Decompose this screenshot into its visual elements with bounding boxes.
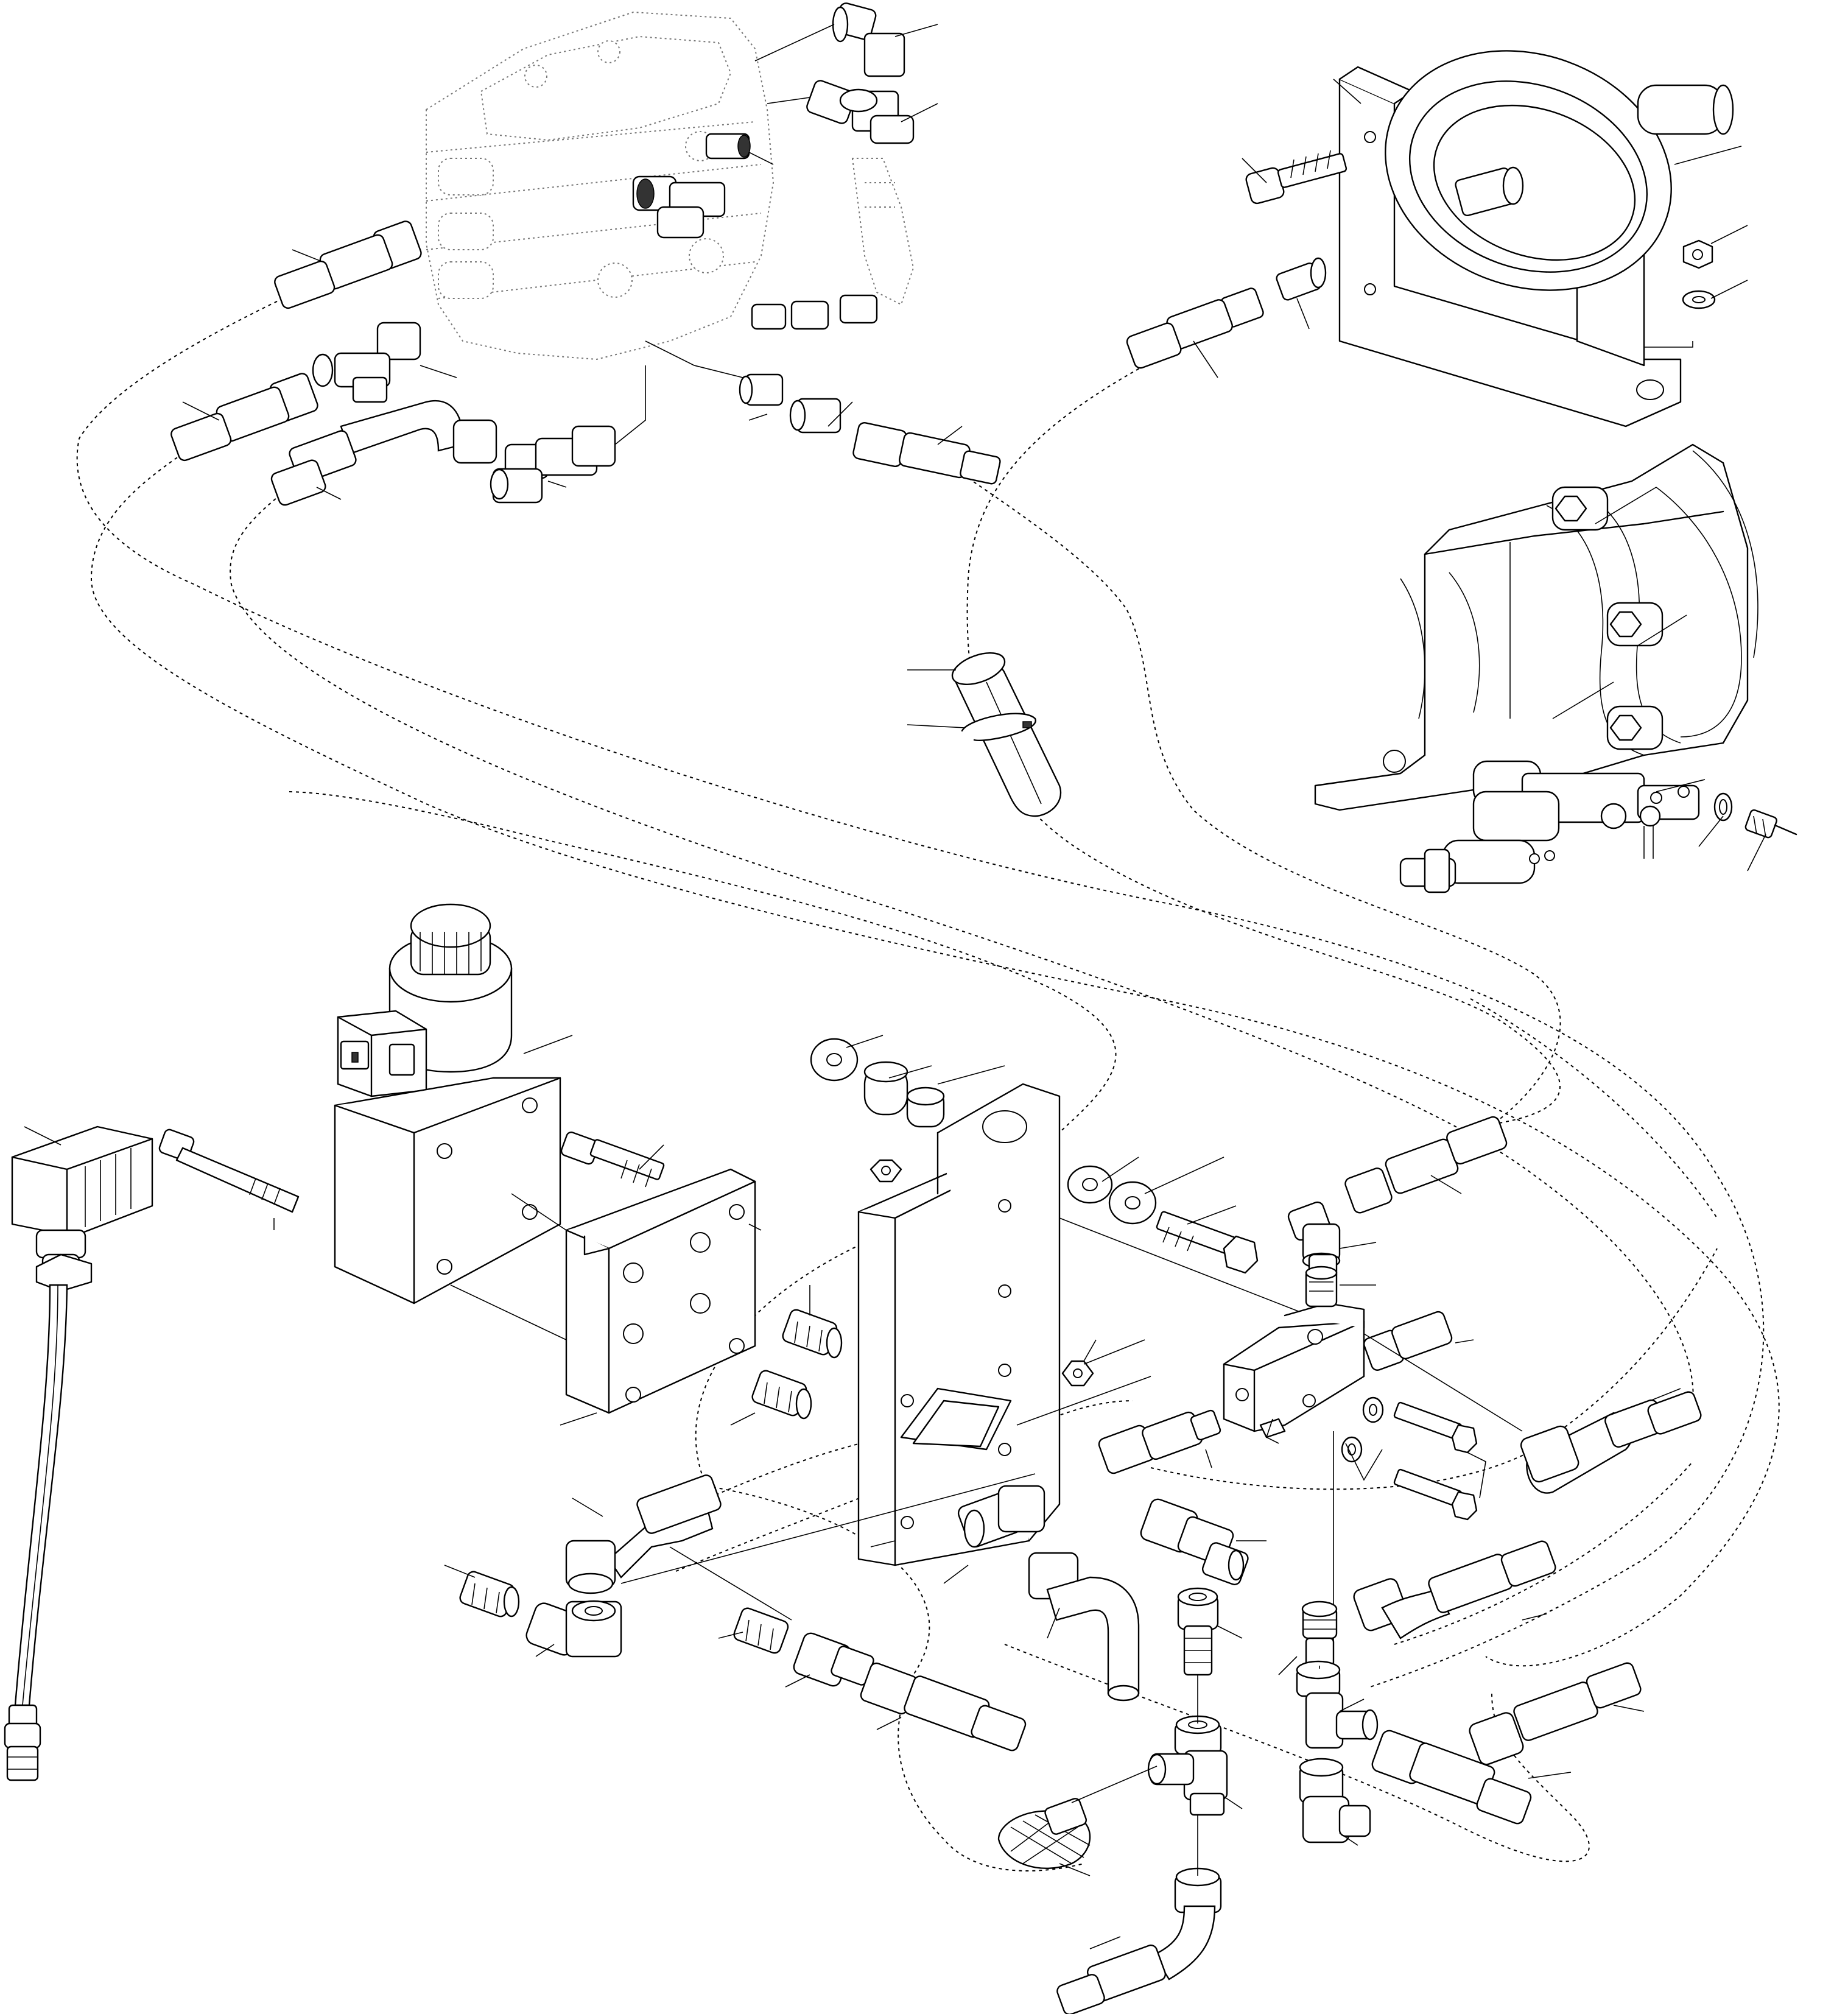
- adapter-nipple-block-top: [1305, 1266, 1338, 1308]
- lower-fittings-group: [444, 1473, 1645, 2014]
- connector-leader: [24, 1126, 61, 1146]
- bracket-washers: [810, 1038, 945, 1128]
- protective-cap: [997, 1798, 1091, 1869]
- elbow-fitting-right-lower: [1299, 1758, 1371, 1843]
- spline-bushing: [1455, 166, 1524, 217]
- route-line-12: [1394, 1461, 1693, 1645]
- electrical-connector-group: [4, 1125, 153, 1781]
- tee-fitting-left: [312, 322, 421, 403]
- pump-flange-disc: [1385, 50, 1734, 291]
- solenoid-valve-leaders: [273, 1035, 810, 1426]
- pump-group: [1314, 443, 1797, 893]
- route-line-8: [286, 791, 1117, 1487]
- swivel-fitting-lower-mid: [793, 1632, 874, 1687]
- valve-nipple-1: [705, 133, 751, 160]
- adapter-fitting-top: [1276, 257, 1327, 301]
- control-valve-body: [426, 11, 915, 361]
- hose-end-2: [170, 373, 318, 462]
- hose-end-pump: [1126, 287, 1264, 369]
- hose-elbow-down: [1028, 1552, 1140, 1702]
- o-ring-pump: [1713, 792, 1733, 822]
- distribution-block: [1223, 1302, 1365, 1438]
- valve-tee-fitting-1: [632, 175, 726, 239]
- tee-fitting-right: [490, 425, 616, 504]
- elbow-fitting-lower-left: [525, 1600, 622, 1658]
- hose-end-block-top: [1344, 1116, 1508, 1214]
- hose-straight-right-lower: [1371, 1730, 1532, 1825]
- plug-connector: [11, 1125, 153, 1292]
- pump-cap-bolts: [1551, 486, 1664, 750]
- hex-nut-bracket-upper: [870, 1159, 902, 1183]
- socket-head-screw-top: [1245, 150, 1347, 205]
- adapter-nipple-lower-left: [459, 1571, 520, 1618]
- adapter-nipple-lower-mid: [733, 1607, 789, 1654]
- solenoid-valve-group: [158, 903, 843, 1426]
- gear-pump-body: [1314, 443, 1758, 811]
- cable-end-terminal: [4, 1704, 41, 1781]
- lower-leaders: [444, 1473, 1645, 1949]
- mounting-bracket-group: [810, 1035, 1310, 1566]
- hose-end-1: [274, 220, 422, 309]
- solenoid-valve-body: [334, 1077, 561, 1305]
- hose-elbow-lower-left: [565, 1474, 722, 1594]
- route-line-2: [90, 453, 1780, 1667]
- connector-cable: [14, 1284, 68, 1706]
- hose-sleeve: [907, 652, 1062, 817]
- adapter-nipple-1: [739, 373, 784, 406]
- banjo-bolts-block: [1393, 1401, 1478, 1521]
- route-line-11: [1150, 1248, 1718, 1490]
- control-valve-leaders: [182, 24, 963, 500]
- hose-elbow-bottom: [1056, 1867, 1222, 2014]
- control-valve-group: [170, 2, 1001, 506]
- flat-washer-top-right: [1682, 290, 1716, 309]
- route-line-6: [706, 1485, 1084, 1871]
- adapter-fitting-block-left: [1098, 1409, 1221, 1474]
- pump-shaft-assembly: [1399, 760, 1700, 893]
- route-line-13: [1470, 998, 1718, 1219]
- hose-straight-far-right: [1469, 1662, 1642, 1766]
- hose-elbow-right-lower: [1353, 1540, 1556, 1639]
- tee-fitting-vertical: [1147, 1715, 1228, 1816]
- hose-short-1: [852, 421, 1001, 485]
- hex-bolt-right: [1156, 1211, 1259, 1274]
- hose-end-block-right: [1363, 1311, 1453, 1371]
- hose-elbow-1: [270, 400, 497, 506]
- bracket-spacers-right: [1067, 1165, 1157, 1225]
- hose-straight-lower-mid: [860, 1662, 1027, 1752]
- route-line-4: [968, 477, 1561, 1121]
- route-line-5: [966, 365, 1561, 1127]
- pump-leaders: [1552, 487, 1766, 871]
- adapter-nipple-valve-2: [751, 1370, 812, 1420]
- tee-fitting-right-lower: [1296, 1660, 1379, 1749]
- tee-fitting-top: [806, 80, 915, 144]
- solenoid-coil: [337, 903, 513, 1097]
- adapter-nipple-vertical-right: [1301, 1600, 1338, 1667]
- hex-nut-bracket-lower: [1061, 1360, 1094, 1387]
- valve-subplate: [565, 1168, 756, 1414]
- adapter-nipple-2: [789, 398, 841, 434]
- hex-nut-top-right: [1682, 239, 1713, 269]
- elbow-fitting-under-bracket: [957, 1485, 1045, 1548]
- route-line-1: [76, 298, 1765, 1688]
- distribution-block-group: [1098, 1116, 1702, 1644]
- hose-elbow-block-right: [1520, 1391, 1702, 1494]
- long-socket-screw-lower: [158, 1128, 300, 1213]
- elbow-fitting-top: [832, 2, 905, 77]
- pump-bracket-group: [1126, 50, 1748, 428]
- valve-swivel-fitting-1: [751, 294, 878, 330]
- l-mounting-bracket: [857, 1083, 1061, 1566]
- long-socket-screw-upper: [560, 1132, 665, 1188]
- adapter-nipple-valve-1: [782, 1309, 843, 1359]
- elbow-fitting-block: [1287, 1201, 1341, 1280]
- pump-bracket-leaders: [1193, 79, 1748, 378]
- bleed-screw-pump: [1744, 809, 1797, 839]
- bracket-leaders: [846, 1035, 1310, 1547]
- tee-fitting-lower-center: [1140, 1498, 1249, 1585]
- hose-routing-lines: [76, 298, 1780, 1871]
- sealing-washers-block: [1341, 1396, 1384, 1463]
- adapter-nipple-vertical-left: [1177, 1587, 1219, 1676]
